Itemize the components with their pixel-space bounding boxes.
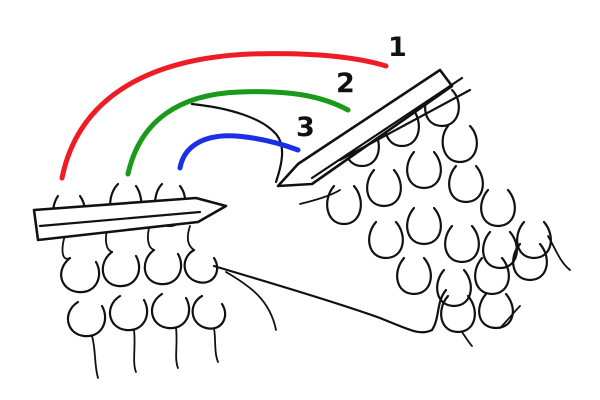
left-needle [32,196,228,242]
label-2: 2 [336,68,355,99]
label-1: 1 [388,32,407,63]
working-yarn [190,102,448,334]
right-needle [276,68,472,188]
label-3: 3 [296,112,315,143]
arc-1 [59,51,389,181]
arc-3 [177,133,301,171]
transfer-arcs [59,51,389,181]
arc-2 [125,89,351,177]
right-fabric [299,88,571,347]
